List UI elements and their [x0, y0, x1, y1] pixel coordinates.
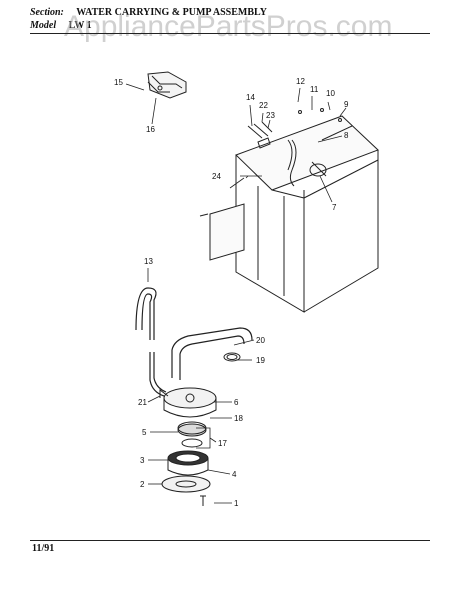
revision-date: 11/91 — [32, 543, 55, 554]
callout-13: 13 — [144, 257, 153, 266]
header-divider — [30, 33, 430, 34]
callout-10: 10 — [326, 89, 335, 98]
callout-2: 2 — [140, 480, 145, 489]
pump-hose — [171, 327, 253, 380]
washer-cabinet — [235, 108, 379, 313]
callout-14: 14 — [246, 93, 255, 102]
pulley-gear — [177, 421, 207, 448]
callout-4: 4 — [232, 470, 237, 479]
callout-18: 18 — [234, 414, 243, 423]
callout-5: 5 — [142, 428, 147, 437]
callout-9: 9 — [344, 100, 349, 109]
motor-coupling — [167, 450, 209, 476]
hose-clamp — [223, 352, 241, 362]
callout-19: 19 — [256, 356, 265, 365]
callout-23: 23 — [266, 111, 275, 120]
base-plate — [161, 475, 211, 493]
access-panel — [199, 203, 245, 261]
callout-3: 3 — [140, 456, 145, 465]
model-value: LW 1 — [68, 20, 92, 31]
callout-12: 12 — [296, 77, 305, 86]
model-label: Model — [30, 20, 57, 31]
model-header: Model LW 1 — [30, 20, 92, 32]
section-label: Section: — [30, 7, 64, 18]
screw-part — [200, 495, 206, 506]
section-header: Section: WATER CARRYING & PUMP ASSEMBLY — [30, 7, 267, 19]
callout-7: 7 — [332, 203, 337, 212]
callout-21: 21 — [138, 398, 147, 407]
callout-1: 1 — [234, 499, 239, 508]
watermark: AppliancePartsPros.com — [64, 10, 393, 43]
callout-22: 22 — [259, 101, 268, 110]
footer-divider — [30, 540, 430, 541]
callout-numbers: 1 2 3 4 5 6 7 8 9 10 11 12 13 14 15 16 1… — [114, 77, 349, 508]
fittings-part — [247, 121, 273, 139]
pump-body — [159, 387, 217, 418]
callout-16: 16 — [146, 125, 155, 134]
callout-24: 24 — [212, 172, 221, 181]
leader-lines — [125, 83, 347, 504]
section-title: WATER CARRYING & PUMP ASSEMBLY — [76, 7, 267, 18]
drain-hose — [135, 287, 167, 397]
bracket-part — [147, 71, 187, 99]
callout-8: 8 — [344, 131, 349, 140]
callout-20: 20 — [256, 336, 265, 345]
callout-6: 6 — [234, 398, 239, 407]
callout-11: 11 — [310, 85, 319, 94]
callout-15: 15 — [114, 78, 123, 87]
callout-17: 17 — [218, 439, 227, 448]
